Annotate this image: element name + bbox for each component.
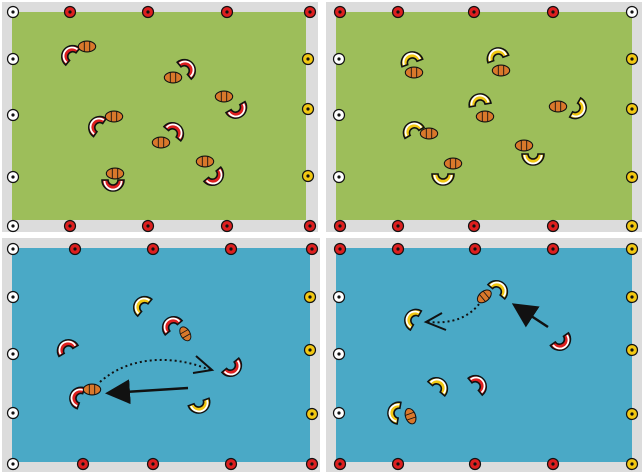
ball: [106, 168, 123, 179]
field-surface: [12, 12, 306, 220]
ball: [78, 41, 95, 52]
panel-bottom-right: [326, 238, 642, 472]
ball: [405, 67, 422, 78]
ball: [492, 65, 509, 76]
ball: [215, 91, 232, 102]
ball: [515, 140, 532, 151]
ball: [152, 137, 169, 148]
field-surface: [12, 248, 310, 462]
panel-bottom-left: [2, 238, 320, 472]
field-surface: [336, 248, 632, 462]
ball: [105, 111, 122, 122]
ball: [164, 72, 181, 83]
ball: [420, 128, 437, 139]
ball: [444, 158, 461, 169]
ball: [83, 384, 100, 395]
ball: [476, 111, 493, 122]
ball: [196, 156, 213, 167]
panel-top-right: [326, 2, 642, 232]
panel-top-left: [2, 2, 318, 232]
ball: [549, 101, 566, 112]
